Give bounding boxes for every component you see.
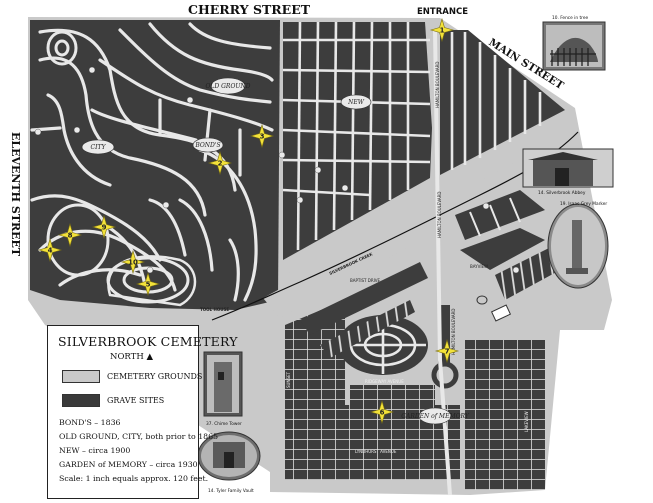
- east-triangle: [440, 30, 565, 175]
- tour-marker-9: 9: [91, 214, 117, 240]
- ridgeway-label: RIDGEWAY AVENUE: [365, 379, 404, 384]
- svg-text:OLD GROUND: OLD GROUND: [206, 83, 251, 90]
- section-new: NEW: [340, 94, 372, 110]
- svg-text:NEW: NEW: [347, 99, 365, 106]
- legend-swatch-graves: [62, 394, 100, 407]
- star-icon: [91, 214, 117, 240]
- legend: SILVERBROOK CEMETERY NORTH ▲ CEMETERY GR…: [47, 325, 237, 499]
- site-numbers: [34, 66, 520, 274]
- tour-marker-10: 10: [120, 249, 146, 275]
- lakeview-label: LAKEVIEW: [524, 411, 529, 432]
- legend-garden-date: GARDEN of MEMORY – circa 1930: [59, 460, 198, 469]
- tour-marker-1: 1: [429, 17, 455, 43]
- legend-bonds-date: BOND'S – 1836: [59, 418, 121, 427]
- section-garden-of-memory: GARDEN of MEMORY: [401, 407, 470, 425]
- tour-marker-number: 8: [68, 232, 73, 240]
- photo-fence: 10. Fence in tree: [542, 15, 606, 71]
- legend-grave-label: GRAVE SITES: [107, 396, 165, 405]
- tour-marker-number: 2: [218, 160, 223, 168]
- tour-marker-4: 4: [37, 237, 63, 263]
- tour-marker-number: 1: [440, 27, 445, 35]
- fence-caption: 10. Fence in tree: [552, 15, 588, 21]
- west-sections: [30, 20, 280, 310]
- south-central-sections: [285, 190, 575, 490]
- chime-caption: 37. Chime Tower: [206, 421, 242, 427]
- cherry-street-label: CHERRY STREET: [188, 2, 311, 17]
- eleventh-street-label: ELEVENTH STREET: [9, 132, 22, 257]
- legend-scale: Scale: 1 inch equals approx. 120 feet.: [59, 474, 209, 483]
- section-bonds: BOND'S: [192, 137, 224, 153]
- tour-marker-number: 7: [445, 348, 450, 356]
- star-icon: [57, 222, 83, 248]
- tour-marker-number: 9: [102, 224, 107, 232]
- tour-marker-7: 7: [434, 338, 460, 364]
- hamilton-mid-label: HAMILTON BOULEVARD: [437, 192, 442, 239]
- section-city: CITY: [81, 139, 115, 155]
- photo-abbey: 14. Silverbrook Abbey: [522, 148, 614, 196]
- tour-marker-number: 6: [380, 409, 385, 417]
- tour-marker-number: 10: [128, 259, 138, 267]
- photo-isaac-grey: 19. Isaac Grey Marker: [547, 201, 609, 289]
- baptist-label: BAPTIST DRIVE: [350, 278, 381, 283]
- tour-marker-number: 5: [146, 281, 151, 289]
- abbey-caption: 14. Silverbrook Abbey: [538, 190, 586, 196]
- photo-tyler-vault: 14. Tyler Family Vault: [197, 431, 261, 494]
- tour-marker-6: 6: [369, 399, 395, 425]
- legend-swatch-grounds: [62, 370, 100, 383]
- pond: [476, 295, 488, 305]
- legend-title: SILVERBROOK CEMETERY: [58, 334, 238, 349]
- star-icon: [37, 237, 63, 263]
- star-icon: [434, 338, 460, 364]
- tour-marker-number: 4: [48, 247, 53, 255]
- section-old-ground: OLD GROUND: [206, 77, 251, 95]
- tour-marker-5: 5: [135, 271, 161, 297]
- triangle-grounds: [283, 178, 440, 290]
- svg-text:BOND'S: BOND'S: [194, 142, 220, 149]
- legend-grounds-label: CEMETERY GROUNDS: [107, 372, 203, 381]
- svg-text:CITY: CITY: [91, 144, 107, 151]
- star-icon: [249, 123, 275, 149]
- bayview-label: BAYVIEW: [470, 264, 488, 269]
- star-icon: [135, 271, 161, 297]
- tour-marker-2: 2: [207, 150, 233, 176]
- star-icon: [429, 17, 455, 43]
- svg-text:GARDEN of MEMORY: GARDEN of MEMORY: [401, 413, 470, 420]
- hamilton-north-label: HAMILTON BOULEVARD: [435, 62, 440, 109]
- tour-marker-3: 3: [249, 123, 275, 149]
- vault-caption: 14. Tyler Family Vault: [208, 488, 254, 494]
- chapel-building: [490, 304, 512, 322]
- star-icon: [207, 150, 233, 176]
- star-icon: [120, 249, 146, 275]
- legend-new-date: NEW – circa 1900: [59, 446, 131, 455]
- legend-north-indicator: NORTH ▲: [110, 352, 153, 362]
- entrance-label: ENTRANCE: [417, 7, 468, 17]
- isaac-caption: 19. Isaac Grey Marker: [560, 201, 607, 207]
- legend-old-ground-date: OLD GROUND, CITY, both prior to 1865: [59, 432, 219, 441]
- lyndhurst-label: LYNDHURST AVENUE: [355, 449, 397, 454]
- tour-marker-number: 3: [260, 133, 265, 141]
- tool-house-label: TOOL HOUSE: [200, 307, 229, 312]
- sunset-label: SUNSET: [286, 371, 291, 388]
- photo-chime-tower: 37. Chime Tower: [203, 351, 243, 427]
- tour-marker-8: 8: [57, 222, 83, 248]
- star-icon: [369, 399, 395, 425]
- tour-markers: 1 2 3 4 5 6 7 8 9 10: [37, 17, 460, 425]
- hamilton-boulevard-line: [433, 29, 452, 496]
- hamilton-south-label: HAMILTON BOULEVARD: [451, 309, 456, 356]
